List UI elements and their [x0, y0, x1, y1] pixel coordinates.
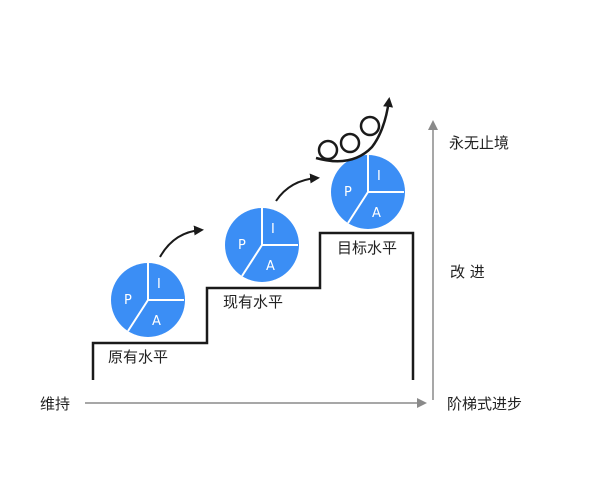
progress-arrow-2 — [275, 173, 320, 202]
progress-arrow-1 — [159, 225, 204, 258]
label-maintain: 维持 — [40, 395, 70, 413]
pia-wheel-target: I P A — [331, 155, 405, 229]
wheel-letter-i: I — [377, 169, 381, 184]
label-never-ending: 永无止境 — [449, 134, 509, 152]
wheel-letter-a: A — [372, 206, 381, 221]
wheel-letter-p: P — [238, 238, 246, 253]
pia-wheel-current: I P A — [225, 208, 299, 282]
level-label-original: 原有水平 — [108, 348, 168, 366]
label-improve: 改 进 — [450, 263, 485, 281]
level-label-current: 现有水平 — [223, 293, 283, 311]
pia-wheel-original: I P A — [111, 263, 185, 337]
wheel-letter-a: A — [152, 314, 161, 329]
wheel-letter-p: P — [124, 293, 132, 308]
label-stepwise-progress: 阶梯式进步 — [447, 395, 522, 413]
wheel-letter-i: I — [157, 277, 161, 292]
wheel-letter-p: P — [344, 185, 352, 200]
level-label-target: 目标水平 — [337, 239, 397, 257]
endless-improvement-curve — [315, 97, 394, 163]
staircase-outline — [91, 231, 415, 380]
wheel-letter-i: I — [271, 222, 275, 237]
wheel-letter-a: A — [266, 259, 275, 274]
